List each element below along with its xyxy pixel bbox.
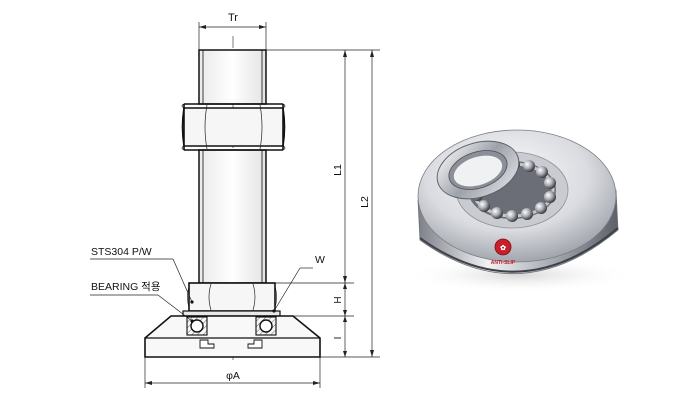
w-label: W	[315, 254, 325, 266]
thrust-washer	[436, 140, 520, 200]
h-label: H	[333, 296, 344, 303]
threaded-shaft	[198, 49, 267, 284]
w-callout: W	[272, 254, 325, 313]
logo-text: ANTI-SLIP	[491, 260, 516, 266]
brand-logo: ✿ ANTI-SLIP	[491, 238, 516, 266]
l2-label: L2	[359, 196, 371, 208]
phi-a-label: φA	[226, 370, 240, 382]
vertical-dimensions: L1 L2 H I	[266, 49, 380, 358]
sts304-label: STS304 P/W	[91, 246, 152, 258]
phi-a-dimension: φA	[144, 357, 321, 388]
tr-dimension: Tr	[198, 12, 267, 50]
technical-drawing: Tr	[90, 12, 380, 388]
bearing-callout: BEARING 적용	[90, 281, 194, 323]
i-label: I	[333, 337, 344, 340]
base-pad	[144, 315, 321, 358]
upper-hex-nut	[181, 103, 286, 151]
sts304-callout: STS304 P/W	[90, 246, 194, 304]
bearing-right	[255, 316, 277, 336]
tr-label: Tr	[228, 12, 238, 24]
svg-text:✿: ✿	[500, 244, 506, 252]
bearing-label: BEARING 적용	[91, 281, 161, 293]
l1-label: L1	[332, 164, 344, 176]
product-photo: ✿ ANTI-SLIP	[405, 129, 635, 293]
lower-hex-nut	[187, 282, 277, 312]
